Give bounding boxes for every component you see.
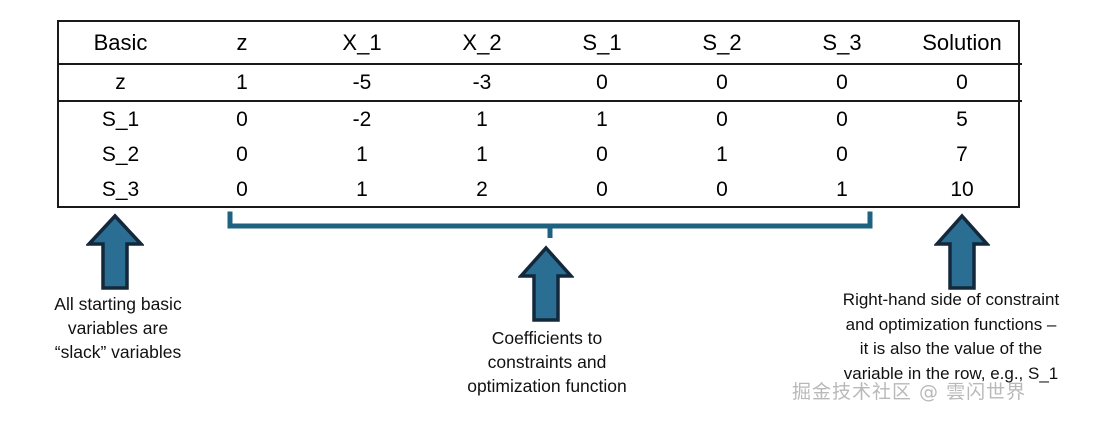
cell-s3-z: 0 — [236, 177, 248, 201]
annotation-middle-line-3: optimization function — [467, 376, 627, 396]
cell-s2-solution: 7 — [956, 142, 968, 166]
cell-s2-z: 0 — [236, 142, 248, 166]
cell-s2-s1: 0 — [596, 142, 608, 166]
watermark: 掘金技术社区 @ 雲闪世界 — [792, 381, 1027, 403]
arrow-up-icon-solution-column — [934, 213, 990, 291]
annotation-left: All starting basic variables are “slack”… — [8, 292, 228, 364]
cell-z-solution: 0 — [902, 64, 1022, 102]
cell-s2-s2: 1 — [716, 142, 728, 166]
column-header-solution: Solution — [902, 22, 1022, 65]
cell-z-x2: -3 — [422, 64, 542, 102]
table-header-row: Basic z X_1 X_2 S_1 S_2 S_3 Solution — [59, 22, 1022, 65]
arrow-up-icon-basic-column — [86, 213, 144, 291]
cell-s1-x1: -2 — [352, 107, 372, 131]
column-header-s3: S_3 — [782, 22, 902, 65]
annotation-right-line-3: it is also the value of the — [859, 339, 1043, 358]
tableau-table: Basic z X_1 X_2 S_1 S_2 S_3 Solution z 1… — [59, 22, 1022, 207]
cell-s1-s1: 1 — [596, 107, 608, 131]
column-header-x1: X_1 — [302, 22, 422, 65]
row-label-s3: S_3 — [101, 177, 140, 201]
annotation-right-line-4: variable in the row, e.g., S_1 — [843, 363, 1059, 383]
annotation-middle-line-1: Coefficients to — [491, 328, 603, 348]
column-header-s2: S_2 — [662, 22, 782, 65]
table-row: S_1 0 -2 1 1 0 0 5 — [59, 101, 1022, 137]
annotation-middle: Coefficients to constraints and optimiza… — [427, 326, 667, 398]
cell-s1-s3: 0 — [836, 107, 848, 131]
simplex-tableau: Basic z X_1 X_2 S_1 S_2 S_3 Solution z 1… — [57, 20, 1022, 208]
column-header-x2: X_2 — [422, 22, 542, 65]
cell-s2-x2: 1 — [476, 142, 488, 166]
arrow-up-icon-coefficients — [518, 245, 574, 323]
cell-z-s3: 0 — [782, 64, 902, 102]
row-label-s1: S_1 — [101, 107, 140, 131]
cell-s3-solution: 10 — [950, 177, 974, 201]
table-row: S_2 0 1 1 0 1 0 7 — [59, 137, 1022, 172]
cell-z-s2: 0 — [662, 64, 782, 102]
cell-s1-s2: 0 — [716, 107, 728, 131]
cell-s1-solution: 5 — [956, 107, 968, 131]
annotation-left-line-3: “slack” variables — [54, 342, 182, 362]
annotation-right-line-2: and optimization functions – — [845, 314, 1057, 334]
cell-z-z: 1 — [182, 64, 302, 102]
coefficient-columns-bracket — [226, 211, 874, 241]
cell-s3-s2: 0 — [716, 177, 728, 201]
cell-s2-s3: 0 — [836, 142, 848, 166]
cell-s3-s1: 0 — [596, 177, 608, 201]
annotation-middle-line-2: constraints and — [487, 352, 607, 372]
cell-s3-s3: 1 — [836, 177, 848, 201]
cell-s1-x2: 1 — [476, 107, 488, 131]
annotation-left-line-1: All starting basic — [54, 294, 182, 314]
cell-s3-x1: 1 — [356, 177, 368, 201]
column-header-z: z — [182, 22, 302, 65]
table-row: S_3 0 1 2 0 0 1 10 — [59, 172, 1022, 207]
column-header-basic: Basic — [59, 22, 182, 65]
cell-s2-x1: 1 — [356, 142, 368, 166]
cell-s3-x2: 2 — [476, 177, 488, 201]
row-label-s2: S_2 — [101, 142, 140, 166]
annotation-left-line-2: variables are — [67, 318, 169, 338]
annotation-right-line-1: Right-hand side of constraint — [842, 290, 1060, 309]
cell-z-s1: 0 — [542, 64, 662, 102]
row-label-z: z — [59, 64, 182, 102]
table-row: z 1 -5 -3 0 0 0 0 — [59, 64, 1022, 102]
column-header-s1: S_1 — [542, 22, 662, 65]
annotation-right: Right-hand side of constraint and optimi… — [806, 288, 1096, 386]
cell-z-x1: -5 — [302, 64, 422, 102]
cell-s1-z: 0 — [236, 107, 248, 131]
